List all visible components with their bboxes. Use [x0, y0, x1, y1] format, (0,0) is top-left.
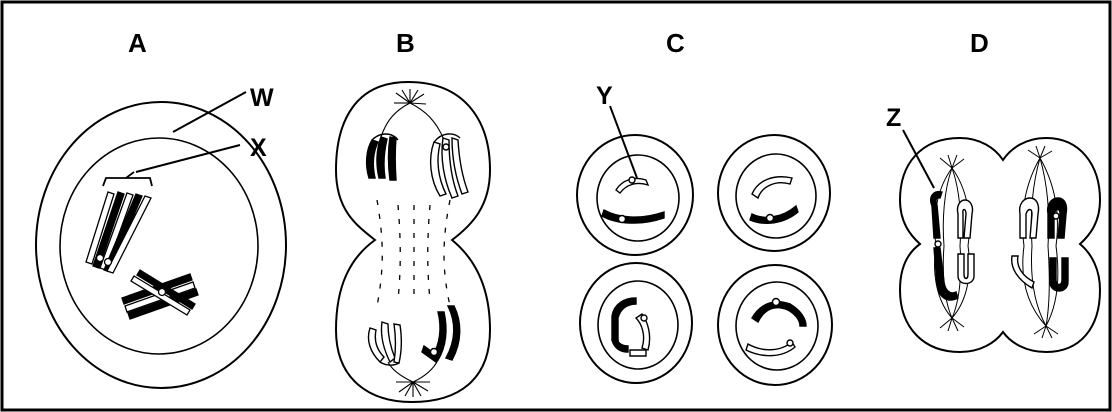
bracket-x	[103, 172, 152, 186]
chromosomes-c-bottom-left	[612, 298, 650, 356]
chromosomes-c-top-left	[602, 177, 664, 223]
cell-c-bottom-right	[718, 265, 832, 385]
chromosomes-c-top-right	[750, 177, 798, 223]
panel-label-d: D	[970, 28, 989, 58]
panel-label-c: C	[666, 28, 685, 58]
part-label-x: X	[250, 134, 267, 162]
aster-bottom-b	[388, 360, 438, 397]
part-label-z: Z	[886, 104, 901, 132]
panel-b: B	[336, 28, 490, 402]
panel-label-b: B	[396, 28, 415, 58]
panel-label-a: A	[128, 28, 147, 58]
chromosomes-right-d	[1012, 198, 1068, 291]
panel-c: C Y	[577, 28, 832, 385]
chromosomes-c-bottom-right	[746, 299, 806, 356]
cell-membrane-b	[336, 82, 490, 402]
part-label-y: Y	[596, 82, 613, 110]
chromosome-bundle-a	[86, 192, 151, 273]
cell-c-top-right	[718, 135, 830, 251]
cell-membrane-a	[36, 102, 286, 388]
spindle-right-d	[1023, 146, 1058, 338]
cell-c-top-left	[577, 135, 693, 255]
chromosome-pair-a	[122, 270, 198, 319]
nucleus-c-top-left	[597, 155, 679, 241]
pointer-w	[173, 92, 246, 132]
pointer-z	[903, 130, 934, 188]
aster-top-b	[380, 89, 444, 140]
nucleus-c-top-right	[736, 154, 816, 238]
chromosomes-left-d	[931, 192, 974, 300]
part-label-w: W	[250, 84, 274, 112]
panel-a: A W X	[36, 28, 286, 388]
pointer-x	[136, 145, 240, 172]
panel-d: D	[886, 28, 1100, 352]
cell-membrane-d	[900, 138, 1100, 352]
chromosomes-top-b	[367, 134, 468, 198]
spindle-b	[377, 200, 450, 306]
chromosomes-bottom-b	[368, 306, 459, 365]
pointer-y	[610, 106, 637, 178]
nuclear-envelope-a	[60, 138, 258, 354]
